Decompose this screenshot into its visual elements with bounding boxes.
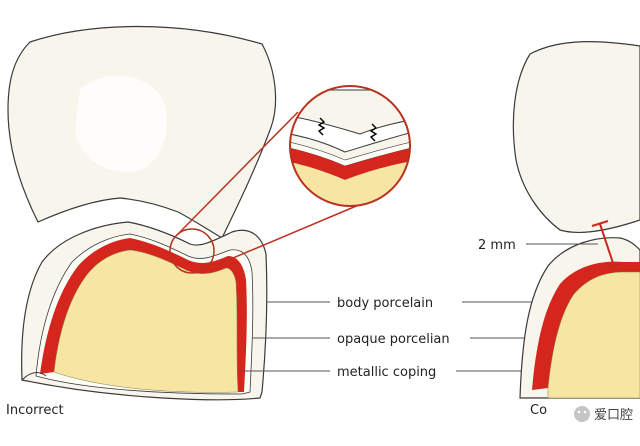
crack-mark-right [369,123,378,142]
watermark-text: 爱口腔 [594,408,633,423]
crack-mark-left [317,117,326,136]
label-metallic-coping: metallic coping [337,365,436,380]
measure-tick-bottom [605,262,623,269]
dentin-core-left [53,249,239,393]
caption-correct: Co [530,403,547,418]
zoom-connector-bottom [213,195,381,267]
upper-tooth-highlight [75,75,168,172]
base-line-left [21,372,47,381]
wechat-icon [574,406,590,422]
caption-incorrect: Incorrect [6,403,64,418]
label-2mm: 2 mm [478,238,516,253]
metallic-coping-right [532,261,640,390]
zoom-connector-top [177,111,299,235]
zoom-origin-circle [169,228,215,274]
upper-tooth-right [512,41,640,233]
measure-tick-top [591,220,609,227]
magnified-inset [289,85,411,207]
dentin-core-right [547,271,640,399]
label-opaque-porcelain: opaque porcelian [337,332,450,347]
measure-bar [599,223,615,267]
label-body-porcelain: body porcelain [337,296,433,311]
watermark: 爱口腔 [574,406,633,423]
